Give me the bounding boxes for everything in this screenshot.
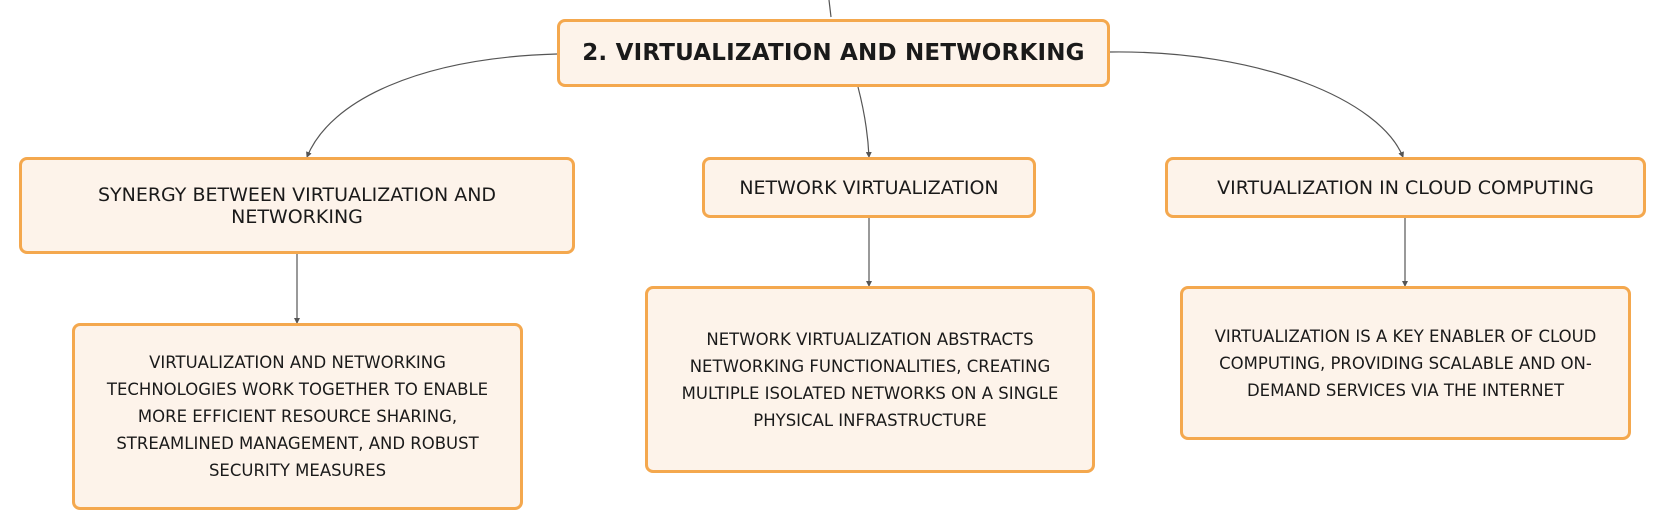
topic-node-label: NETWORK VIRTUALIZATION [739, 176, 999, 199]
description-node-network-virtualization[interactable]: NETWORK VIRTUALIZATION ABSTRACTS NETWORK… [645, 286, 1095, 473]
root-node-label: 2. VIRTUALIZATION AND NETWORKING [582, 40, 1085, 66]
connector-incoming-root [828, 0, 832, 18]
description-node-cloud-computing[interactable]: VIRTUALIZATION IS A KEY ENABLER OF CLOUD… [1180, 286, 1631, 440]
connector-root-to-cloud-computing [1109, 51, 1404, 158]
description-node-synergy[interactable]: VIRTUALIZATION AND NETWORKING TECHNOLOGI… [72, 323, 523, 510]
topic-node-label: VIRTUALIZATION IN CLOUD COMPUTING [1217, 176, 1594, 199]
topic-node-cloud-computing[interactable]: VIRTUALIZATION IN CLOUD COMPUTING [1165, 157, 1646, 218]
topic-node-label: SYNERGY BETWEEN VIRTUALIZATION AND NETWO… [97, 183, 497, 228]
topic-node-network-virtualization[interactable]: NETWORK VIRTUALIZATION [702, 157, 1036, 218]
description-text: NETWORK VIRTUALIZATION ABSTRACTS NETWORK… [681, 329, 1059, 430]
connector-root-to-network-virtualization [857, 86, 872, 158]
description-text: VIRTUALIZATION AND NETWORKING TECHNOLOGI… [106, 353, 489, 480]
topic-node-synergy[interactable]: SYNERGY BETWEEN VIRTUALIZATION AND NETWO… [19, 157, 575, 254]
connector-root-to-synergy [306, 53, 558, 158]
description-text: VIRTUALIZATION IS A KEY ENABLER OF CLOUD… [1214, 326, 1597, 400]
root-node[interactable]: 2. VIRTUALIZATION AND NETWORKING [557, 19, 1110, 87]
